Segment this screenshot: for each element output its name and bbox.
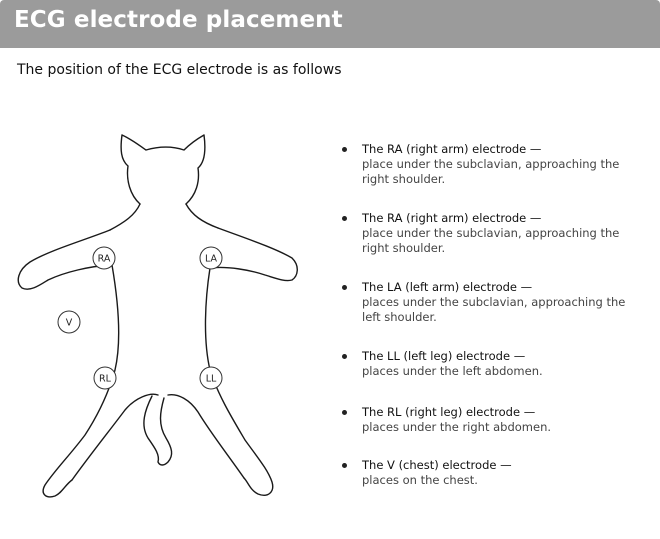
- marker-label-rl: RL: [99, 374, 112, 385]
- marker-label-la: LA: [205, 254, 218, 265]
- marker-label-v: V: [66, 318, 73, 329]
- bullet-icon: [342, 463, 347, 468]
- electrode-marker-rl: RL: [93, 366, 117, 390]
- list-item: The LL (left leg) electrode — places und…: [342, 349, 652, 379]
- bullet-icon: [342, 216, 347, 221]
- electrode-description: place under the subclavian, approaching …: [362, 157, 620, 171]
- list-item: The RA (right arm) electrode — place und…: [342, 211, 652, 256]
- electrode-description: place under the subclavian, approaching …: [362, 226, 620, 240]
- bullet-icon: [342, 410, 347, 415]
- electrode-title: The RL (right leg) electrode —: [362, 405, 536, 419]
- bullet-icon: [342, 354, 347, 359]
- animal-diagram: RA LA V RL LL: [17, 134, 298, 498]
- electrode-description: places under the right abdomen.: [362, 420, 552, 434]
- list-item: The RL (right leg) electrode — places un…: [342, 405, 652, 435]
- electrode-description: right shoulder.: [362, 241, 446, 255]
- electrode-title: The RA (right arm) electrode —: [362, 142, 542, 156]
- header-bar: ECG electrode placement: [0, 0, 660, 48]
- electrode-description: places under the subclavian, approaching…: [362, 295, 626, 309]
- electrode-description: right shoulder.: [362, 172, 446, 186]
- electrode-title: The V (chest) electrode —: [362, 458, 512, 472]
- electrode-description: left shoulder.: [362, 310, 437, 324]
- list-item: The LA (left arm) electrode — places und…: [342, 280, 652, 325]
- electrode-marker-v: V: [57, 310, 81, 334]
- marker-label-ra: RA: [98, 254, 111, 265]
- animal-outline: [17, 134, 298, 498]
- electrode-description: places on the chest.: [362, 473, 478, 487]
- electrode-title: The RA (right arm) electrode —: [362, 211, 542, 225]
- list-item: The RA (right arm) electrode — place und…: [342, 142, 652, 187]
- electrode-marker-ra: RA: [92, 246, 116, 270]
- electrode-marker-la: LA: [199, 246, 223, 270]
- bullet-icon: [342, 147, 347, 152]
- marker-label-ll: LL: [206, 374, 217, 385]
- subtitle: The position of the ECG electrode is as …: [17, 62, 342, 78]
- electrode-description: places under the left abdomen.: [362, 364, 543, 378]
- electrode-marker-ll: LL: [199, 366, 223, 390]
- electrode-title: The LA (left arm) electrode —: [362, 280, 533, 294]
- bullet-icon: [342, 285, 347, 290]
- electrode-title: The LL (left leg) electrode —: [362, 349, 526, 363]
- list-item: The V (chest) electrode — places on the …: [342, 458, 652, 488]
- page-title: ECG electrode placement: [14, 7, 343, 33]
